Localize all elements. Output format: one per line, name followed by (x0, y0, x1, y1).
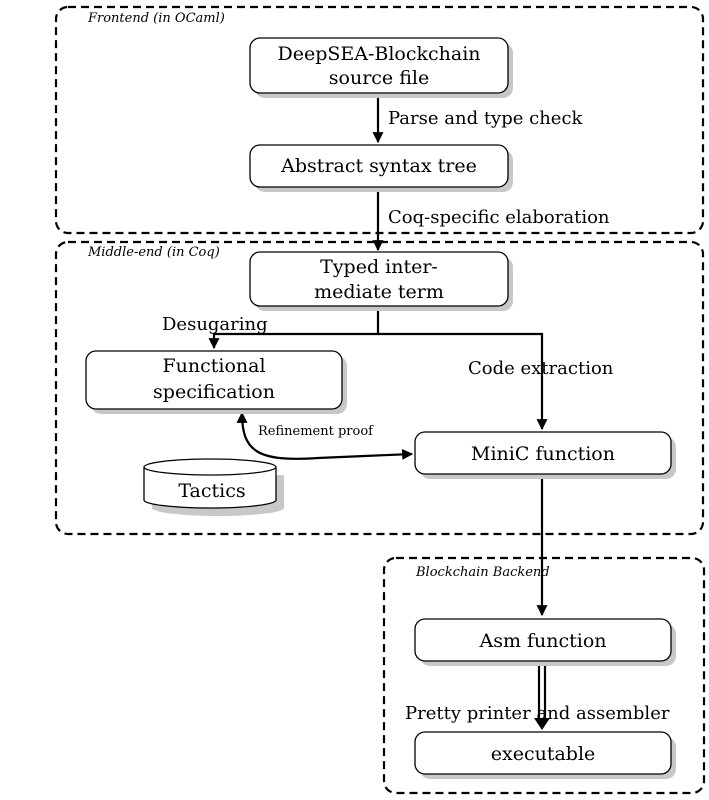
typed-term-line1: Typed inter- (320, 256, 438, 278)
backend-group-label: Blockchain Backend (415, 565, 550, 580)
minic-function-node: MiniC function (414, 431, 676, 479)
ast-label: Abstract syntax tree (280, 155, 477, 177)
code-extraction-arrow (378, 332, 548, 431)
middle-end-group-label: Middle-end (in Coq) (87, 245, 220, 260)
spec-line2: specification (153, 381, 275, 403)
backend-group (382, 556, 706, 795)
spec-line1: Functional (162, 355, 265, 377)
tactics-database: Tactics (143, 458, 284, 516)
source-file-line2: source file (329, 67, 429, 89)
pretty-printer-label: Pretty printer and assembler (405, 703, 670, 724)
frontend-group-label: Frontend (in OCaml) (87, 11, 225, 26)
desugaring-label: Desugaring (162, 314, 268, 335)
source-file-node: DeepSEA-Blockchain source file (249, 37, 513, 98)
frontend-group (54, 5, 705, 235)
pretty-printer-arrowhead (534, 718, 550, 730)
refinement-proof-arrow (236, 411, 414, 460)
parse-label: Parse and type check (388, 108, 584, 129)
code-extraction-label: Code extraction (468, 358, 614, 379)
ast-node: Abstract syntax tree (249, 144, 513, 192)
typed-term-line2: mediate term (314, 281, 444, 303)
tactics-label: Tactics (178, 480, 245, 502)
coq-elaboration-label: Coq-specific elaboration (388, 207, 610, 228)
executable-node: executable (414, 731, 676, 779)
desugaring-arrow (208, 306, 380, 350)
minic-label: MiniC function (471, 443, 615, 465)
executable-label: executable (491, 743, 596, 765)
functional-specification-node: Functional specification (85, 350, 347, 414)
asm-label: Asm function (478, 630, 606, 652)
typed-intermediate-term-node: Typed inter- mediate term (249, 251, 513, 311)
source-file-line1: DeepSEA-Blockchain (277, 43, 480, 65)
asm-function-node: Asm function (414, 618, 676, 666)
refinement-proof-label: Refinement proof (258, 424, 374, 439)
middle-end-group (54, 240, 705, 536)
